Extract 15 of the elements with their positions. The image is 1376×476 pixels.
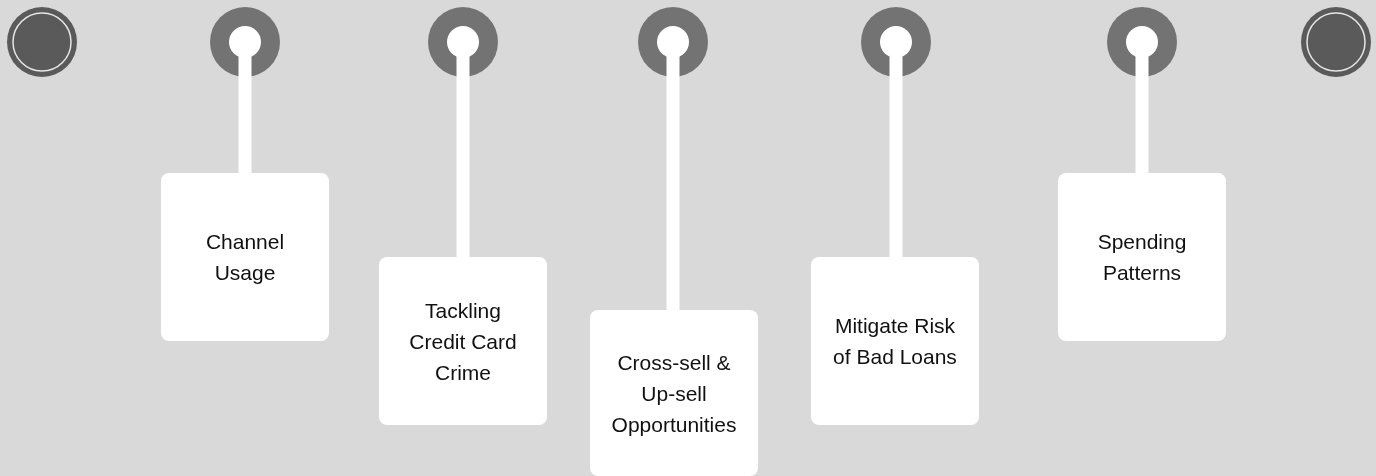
text-card — [590, 310, 758, 476]
card-label: Cross-sell & Up-sell Opportunities — [610, 349, 738, 438]
text-card — [811, 257, 979, 425]
card-label: Spending Patterns — [1096, 229, 1188, 286]
text-card — [1058, 173, 1226, 341]
connector-line — [666, 77, 680, 310]
card-label: Tackling Credit Card Crime — [408, 297, 518, 386]
connector-line — [889, 77, 903, 257]
text-card — [379, 257, 547, 425]
connector-line — [238, 77, 252, 173]
connector-line — [456, 77, 470, 257]
card-label: Mitigate Risk of Bad Loans — [832, 313, 958, 370]
connector-line — [1135, 77, 1149, 173]
text-card — [161, 173, 329, 341]
card-label: Channel Usage — [204, 229, 286, 286]
